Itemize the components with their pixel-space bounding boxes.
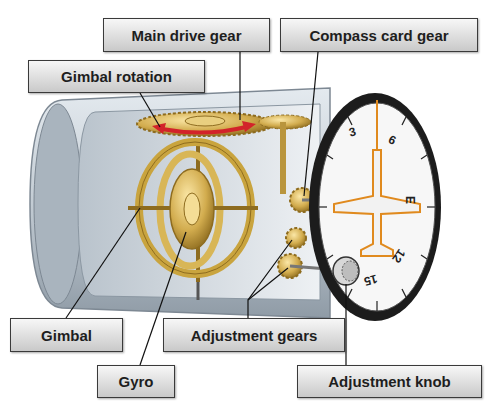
callout-label: Gimbal rotation bbox=[57, 68, 176, 85]
callout-box: Gimbal rotation bbox=[28, 60, 205, 93]
rotation-arrow bbox=[162, 127, 246, 133]
gyro-mount bbox=[197, 282, 200, 300]
callout-box: Adjustment gears bbox=[163, 318, 345, 352]
callout-box: Compass card gear bbox=[280, 18, 478, 52]
rotor-hub bbox=[184, 193, 200, 225]
gear-hub bbox=[185, 116, 225, 126]
callout-box: Gimbal bbox=[10, 318, 123, 352]
callout-label: Main drive gear bbox=[127, 27, 245, 44]
dial-marking: E bbox=[403, 196, 417, 204]
dial-bezel bbox=[309, 93, 441, 321]
arrow-head bbox=[242, 121, 256, 132]
callout-label: Compass card gear bbox=[305, 27, 452, 44]
callout-box: Gyro bbox=[97, 365, 175, 398]
main-drive-gear bbox=[137, 112, 273, 136]
callout-label: Gyro bbox=[114, 373, 157, 390]
lubber-line bbox=[376, 100, 378, 150]
cutaway-cavity bbox=[78, 104, 320, 300]
airplane-symbol bbox=[334, 150, 420, 256]
gear-shaft bbox=[280, 122, 286, 194]
instrument-case bbox=[30, 88, 330, 318]
callout-box: Main drive gear bbox=[103, 18, 270, 52]
callout-label: Gimbal bbox=[37, 327, 96, 344]
case-end-cap bbox=[34, 104, 82, 304]
callout-label: Adjustment gears bbox=[187, 327, 322, 344]
adjustment-knob bbox=[333, 257, 359, 285]
callout-label: Adjustment knob bbox=[324, 373, 455, 390]
callout-box: Adjustment knob bbox=[297, 365, 482, 398]
knob-grip bbox=[342, 261, 358, 281]
gyro-rotor bbox=[170, 169, 214, 249]
